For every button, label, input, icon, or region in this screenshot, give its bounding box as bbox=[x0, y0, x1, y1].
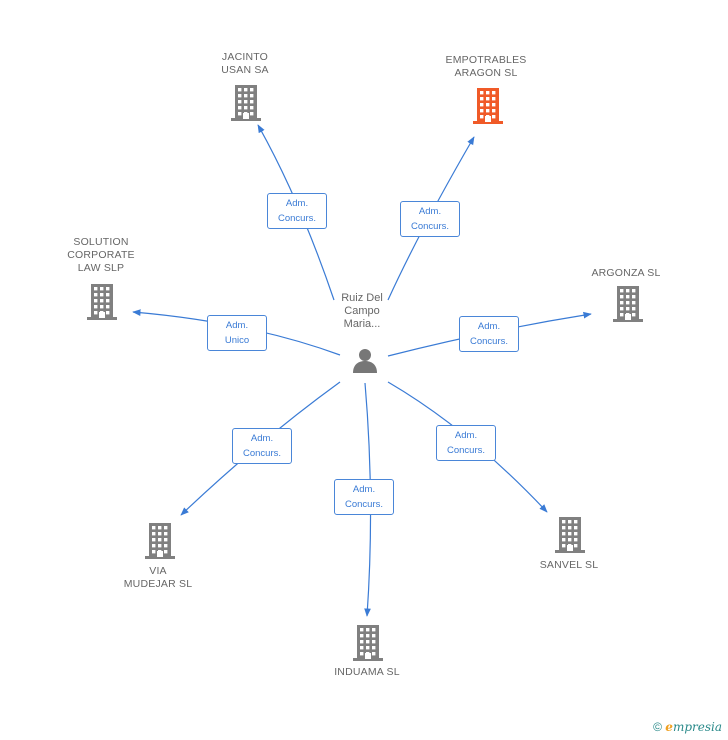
company-label-line: INDUAMA SL bbox=[334, 666, 400, 678]
building-icon[interactable] bbox=[145, 523, 175, 564]
brand-logo: empresia bbox=[665, 720, 722, 734]
edge-label-sanvel[interactable]: Adm. Concurs. bbox=[436, 425, 496, 461]
company-label-line: SANVEL SL bbox=[539, 559, 599, 571]
person-name-line: Maria... bbox=[343, 318, 381, 330]
edge-label-line: Adm. bbox=[285, 198, 309, 209]
edge-label-line: Adm. bbox=[477, 321, 501, 332]
person-name-line: Campo bbox=[344, 305, 380, 317]
edge-label-line: Concurs. bbox=[469, 336, 508, 347]
edge-label-line: Adm. bbox=[418, 206, 442, 217]
building-icon[interactable] bbox=[555, 517, 585, 558]
edge-label-solution[interactable]: Adm. Unico bbox=[207, 315, 267, 351]
building-icon[interactable] bbox=[353, 625, 383, 666]
edge-label-jacinto[interactable]: Adm. Concurs. bbox=[267, 193, 327, 229]
company-label-induama[interactable]: INDUAMA SL bbox=[307, 666, 427, 679]
edge-label-line: Adm. bbox=[225, 320, 249, 331]
company-label-line: JACINTO bbox=[221, 51, 269, 63]
edge-label-line: Unico bbox=[224, 335, 250, 346]
company-label-line: CORPORATE bbox=[67, 249, 135, 261]
company-label-line: ARAGON SL bbox=[454, 67, 518, 79]
building-icon[interactable] bbox=[473, 88, 503, 129]
edge-label-line: Concurs. bbox=[410, 221, 449, 232]
edge-label-line: Concurs. bbox=[277, 213, 316, 224]
person-icon[interactable] bbox=[351, 346, 379, 379]
edge-label-line: Concurs. bbox=[446, 445, 485, 456]
edge-label-line: Concurs. bbox=[344, 499, 383, 510]
edge-label-argonza[interactable]: Adm. Concurs. bbox=[459, 316, 519, 352]
edge-label-line: Concurs. bbox=[242, 448, 281, 459]
company-label-line: MUDEJAR SL bbox=[123, 578, 193, 590]
company-label-argonza[interactable]: ARGONZA SL bbox=[566, 267, 686, 280]
company-label-line: USAN SA bbox=[221, 64, 269, 76]
company-label-line: EMPOTRABLES bbox=[445, 54, 527, 66]
footer-brand: © empresia bbox=[653, 720, 722, 734]
company-label-line: ARGONZA SL bbox=[591, 267, 661, 279]
copyright-icon: © bbox=[653, 720, 662, 734]
company-label-line: LAW SLP bbox=[77, 262, 125, 274]
edge-label-empotrables[interactable]: Adm. Concurs. bbox=[400, 201, 460, 237]
edge-label-via[interactable]: Adm. Concurs. bbox=[232, 428, 292, 464]
edge-label-line: Adm. bbox=[352, 484, 376, 495]
building-icon[interactable] bbox=[231, 85, 261, 126]
company-label-line: SOLUTION bbox=[73, 236, 129, 248]
edge-label-induama[interactable]: Adm. Concurs. bbox=[334, 479, 394, 515]
building-icon[interactable] bbox=[87, 284, 117, 325]
building-icon[interactable] bbox=[613, 286, 643, 327]
company-label-sanvel[interactable]: SANVEL SL bbox=[509, 559, 629, 572]
edge-label-line: Adm. bbox=[454, 430, 478, 441]
person-name-line: Ruiz Del bbox=[341, 292, 383, 304]
edge-label-line: Adm. bbox=[250, 433, 274, 444]
company-label-line: VIA bbox=[149, 565, 167, 577]
